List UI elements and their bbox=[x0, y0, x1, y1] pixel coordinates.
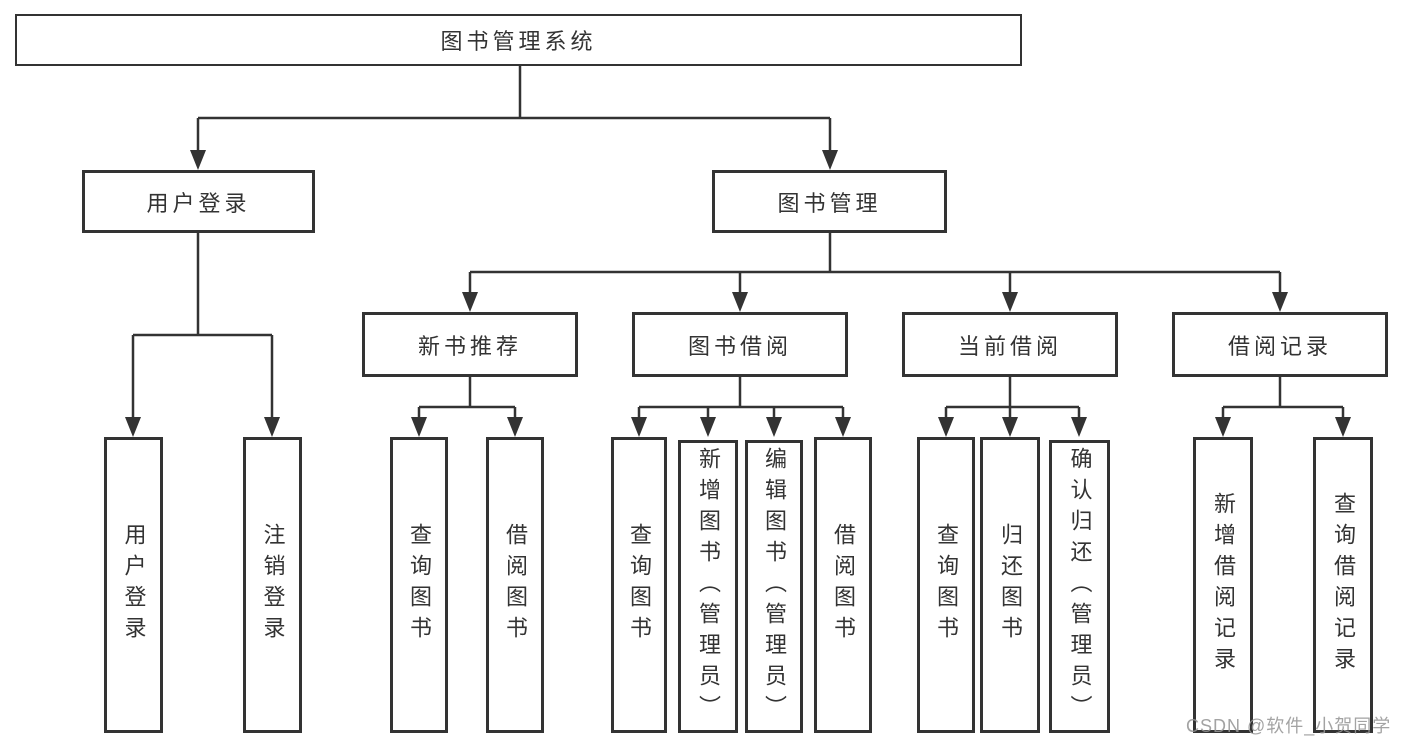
leaf-br-query-borrow-record: 查询借阅记录 bbox=[1313, 437, 1373, 733]
arrow-heads bbox=[125, 150, 1351, 437]
leaf-nb-query-books: 查询图书 bbox=[390, 437, 448, 733]
node-label: 确认归还（管理员） bbox=[1067, 447, 1093, 726]
node-book-borrowing: 图书借阅 bbox=[632, 312, 848, 377]
leaf-bb-borrow-books: 借阅图书 bbox=[814, 437, 872, 733]
node-label: 用户登录 bbox=[146, 190, 251, 216]
leaf-logout: 注销登录 bbox=[243, 437, 302, 733]
node-label: 用户登录 bbox=[121, 523, 147, 647]
node-current-borrowing: 当前借阅 bbox=[902, 312, 1118, 377]
node-label: 借阅图书 bbox=[831, 523, 856, 647]
node-label: 借阅记录 bbox=[1227, 333, 1332, 359]
node-label: 图书借阅 bbox=[687, 333, 792, 359]
node-label: 图书管理 bbox=[777, 190, 882, 216]
node-label: 编辑图书（管理员） bbox=[762, 447, 787, 726]
node-label: 归还图书 bbox=[998, 523, 1023, 647]
node-label: 查询借阅记录 bbox=[1331, 492, 1356, 678]
node-label: 新书推荐 bbox=[417, 333, 522, 359]
leaf-nb-borrow-books: 借阅图书 bbox=[486, 437, 544, 733]
node-label: 新增图书（管理员） bbox=[696, 447, 721, 726]
node-label: 查询图书 bbox=[934, 523, 959, 647]
leaf-bb-query-books: 查询图书 bbox=[611, 437, 667, 733]
tree-edges bbox=[131, 66, 1345, 420]
node-label: 借阅图书 bbox=[503, 523, 528, 647]
node-label: 新增借阅记录 bbox=[1211, 492, 1236, 678]
leaf-bb-edit-books-admin: 编辑图书（管理员） bbox=[745, 440, 803, 733]
node-label: 查询图书 bbox=[627, 523, 652, 647]
node-borrowing-records: 借阅记录 bbox=[1172, 312, 1388, 377]
leaf-user-login: 用户登录 bbox=[104, 437, 163, 733]
node-label: 当前借阅 bbox=[957, 333, 1062, 359]
node-label: 注销登录 bbox=[260, 523, 286, 647]
node-new-book-recommendation: 新书推荐 bbox=[362, 312, 578, 377]
leaf-cb-confirm-return-admin: 确认归还（管理员） bbox=[1049, 440, 1110, 733]
node-label: 图书管理系统 bbox=[440, 29, 597, 54]
csdn-watermark: CSDN @软件_小贺同学 bbox=[1186, 716, 1392, 736]
node-book-management: 图书管理 bbox=[712, 170, 947, 233]
node-label: 查询图书 bbox=[407, 523, 432, 647]
node-library-system: 图书管理系统 bbox=[15, 14, 1022, 66]
node-user-login: 用户登录 bbox=[82, 170, 315, 233]
leaf-br-add-borrow-record: 新增借阅记录 bbox=[1193, 437, 1253, 733]
leaf-cb-return-books: 归还图书 bbox=[980, 437, 1040, 733]
leaf-bb-add-books-admin: 新增图书（管理员） bbox=[678, 440, 738, 733]
leaf-cb-query-books: 查询图书 bbox=[917, 437, 975, 733]
